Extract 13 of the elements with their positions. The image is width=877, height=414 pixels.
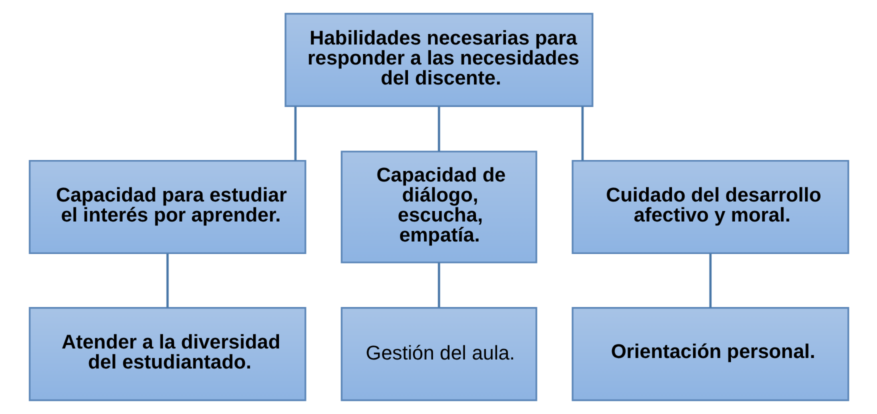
node-box: Orientación personal.	[571, 307, 849, 402]
connector	[708, 254, 712, 308]
node-box: Cuidado del desarrollo afectivo y moral.	[571, 160, 849, 254]
node-box: Atender a la diversidad del estudiantado.	[28, 307, 306, 402]
connector	[437, 106, 440, 152]
connector	[166, 254, 168, 308]
node-box: Gestión del aula.	[340, 307, 537, 402]
node-box: Capacidad de diálogo, escucha, empatía.	[340, 150, 537, 264]
node-box: Capacidad para estudiar el interés por aprender.	[28, 160, 306, 254]
connector	[580, 106, 584, 161]
connector	[437, 262, 440, 308]
connector	[294, 106, 296, 161]
node-box: Habilidades necesarias para responder a las necesidades del discente.	[284, 12, 593, 107]
